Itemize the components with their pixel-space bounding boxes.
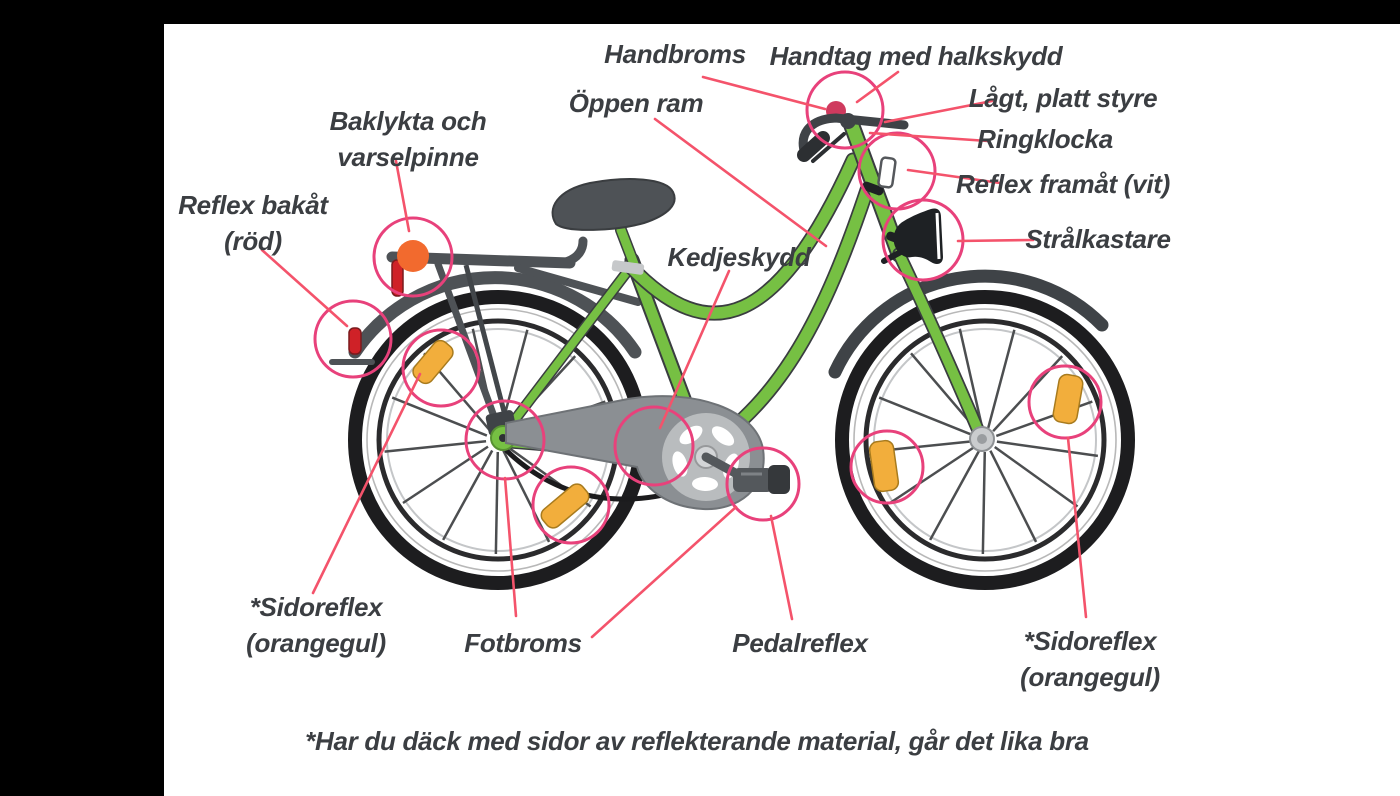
label-kedjeskydd: Kedjeskydd	[667, 242, 811, 272]
leader-line-fotbroms-hub	[503, 476, 518, 618]
label-ringklocka: Ringklocka	[977, 124, 1113, 154]
leader-line-reflex-bakat	[260, 248, 349, 328]
label-oppen-ram: Öppen ram	[568, 88, 704, 118]
leader-line-oppen-ram	[653, 117, 828, 248]
top-black-margin	[164, 0, 1400, 24]
rear-red-reflector	[348, 327, 362, 355]
side-reflector-front-left	[868, 439, 900, 493]
front-white-reflector	[877, 156, 897, 189]
frame	[498, 117, 988, 461]
label-stralkastare: Strålkastare	[1025, 224, 1171, 254]
front-fender	[828, 269, 1109, 379]
label-baklykta: Baklykta och varselpinne	[330, 103, 487, 175]
footnote: *Har du däck med sidor av reflekterande …	[305, 726, 1089, 756]
crank-and-pedal	[701, 452, 790, 494]
warning-stick-varselpinne	[391, 259, 404, 297]
highlight-circles	[313, 70, 1103, 545]
label-sidoreflex-right-line1: *Sidoreflex	[1023, 626, 1157, 656]
seat-clamp	[611, 260, 645, 275]
label-handbroms: Handbroms	[604, 39, 746, 69]
leader-line-ringklocka	[868, 131, 990, 143]
label-sidoreflex-right-line2: (orangegul)	[1020, 662, 1160, 692]
highlight-circle-sidereflector-rear-lower	[531, 465, 611, 545]
left-black-margin	[0, 0, 164, 796]
label-reflex-bakat-line1: Reflex bakåt	[178, 190, 328, 220]
label-reflex-framat: Reflex framåt (vit)	[956, 169, 1170, 199]
highlight-circle-rear-light	[372, 216, 454, 298]
highlight-circle-sidereflector-rear-upper	[401, 328, 481, 408]
leader-line-handbroms	[701, 75, 827, 111]
label-baklykta-line1: Baklykta och	[329, 106, 487, 136]
leader-line-sidoreflex-left	[311, 372, 422, 595]
leader-line-stralkastare	[956, 238, 1035, 243]
label-sidoreflex-left-line1: *Sidoreflex	[249, 592, 383, 622]
front-hub	[969, 426, 995, 452]
label-fotbroms: Fotbroms	[464, 628, 582, 658]
label-baklykta-line2: varselpinne	[337, 142, 479, 172]
leader-line-handtag	[855, 70, 900, 104]
highlight-circle-handlebar	[805, 70, 885, 150]
highlight-circle-sidereflector-front-left	[849, 429, 925, 505]
leader-line-reflex-framat	[906, 168, 1002, 185]
side-reflector-front-right	[1052, 373, 1084, 425]
head-tube-clamp-upper	[862, 181, 884, 196]
handlebar-grip	[797, 131, 830, 162]
label-reflex-bakat: Reflex bakåt (röd)	[178, 187, 328, 259]
leader-lines	[260, 70, 1088, 639]
leader-line-fotbroms-pedal	[590, 505, 738, 639]
label-handtag: Handtag med halkskydd	[769, 41, 1063, 71]
label-sidoreflex-left-line2: (orangegul)	[246, 628, 386, 658]
leader-line-pedalreflex	[769, 514, 794, 621]
label-reflex-bakat-line2: (röd)	[224, 226, 282, 256]
label-sidoreflex-left: *Sidoreflex (orangegul)	[246, 589, 386, 661]
rear-light-lamp	[397, 240, 429, 272]
label-pedalreflex: Pedalreflex	[732, 628, 868, 658]
highlight-circle-pedal	[725, 446, 801, 522]
leader-line-sidoreflex-right	[1066, 436, 1088, 619]
highlight-circle-rear-reflector	[313, 299, 393, 379]
label-sidoreflex-right: *Sidoreflex (orangegul)	[1020, 623, 1160, 695]
rear-fender	[348, 271, 642, 359]
leader-line-lagt-platt-styre	[883, 99, 994, 124]
leader-line-baklykta	[394, 159, 411, 233]
highlight-circle-chainguard	[613, 405, 695, 487]
side-reflector-rear-lower	[540, 483, 590, 529]
highlight-circle-sidereflector-front-right	[1027, 364, 1103, 440]
label-lagt-platt-styre: Lågt, platt styre	[968, 83, 1158, 113]
leader-line-kedjeskydd	[658, 269, 731, 430]
saddle	[551, 178, 676, 231]
